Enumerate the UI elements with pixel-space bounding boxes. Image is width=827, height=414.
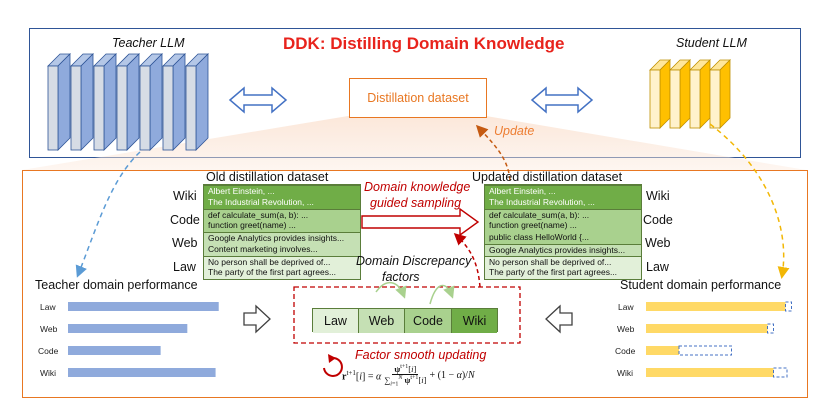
student-perf-label-wiki: Wiki <box>617 368 634 378</box>
sampling-arrow-icon <box>361 207 480 237</box>
student-bar-law <box>646 302 786 311</box>
new-label-law: Law <box>646 260 669 274</box>
funnel-shape <box>22 116 806 170</box>
dataset-row-law: The party of the first part agrees... <box>485 267 641 279</box>
teacher-llm-layer <box>70 53 94 151</box>
teacher-llm-stack-icon <box>47 53 209 151</box>
teacher-bar-wiki <box>68 368 216 377</box>
double-arrow-right-icon <box>530 86 594 114</box>
old-label-code: Code <box>170 213 200 227</box>
teacher-llm-layer <box>139 53 163 151</box>
teacher-llm-layer <box>162 53 186 151</box>
student-perf-label-code: Code <box>615 346 636 356</box>
factor-law: Law <box>313 309 359 333</box>
discrepancy-label-line1: Domain Discrepancy <box>356 254 472 268</box>
refresh-icon <box>323 354 343 377</box>
dataset-row-web: Google Analytics provides insights... <box>485 243 641 256</box>
student-llm-stack-icon <box>649 59 731 129</box>
new-label-web: Web <box>645 236 671 250</box>
dataset-row-law: The party of the first part agrees... <box>204 267 360 279</box>
bottom-frame <box>22 170 808 398</box>
factor-box-frame <box>293 286 521 344</box>
factors-to-sampling-arrow <box>453 232 481 288</box>
teacher-perf-label-wiki: Wiki <box>40 368 57 378</box>
updated-dataset-table: Albert Einstein, ...The Industrial Revol… <box>484 184 642 280</box>
dataset-row-wiki: Albert Einstein, ... <box>485 185 641 197</box>
dataset-row-code: def calculate_sum(a, b): ... <box>485 208 641 221</box>
teacher-llm-layer <box>185 53 209 151</box>
distillation-dataset-label: Distillation dataset <box>367 91 469 105</box>
dataset-row-law: No person shall be deprived of... <box>485 255 641 268</box>
student-llm-layer <box>709 59 731 129</box>
factor-web: Web <box>359 309 405 333</box>
teacher-to-factors-arrow-icon <box>243 304 271 334</box>
old-dataset-table: Albert Einstein, ...The Industrial Revol… <box>203 184 361 280</box>
new-label-code: Code <box>643 213 673 227</box>
dataset-row-code: function greet(name) ... <box>204 220 360 232</box>
student-perf-bars <box>646 301 792 378</box>
old-dataset-title: Old distillation dataset <box>206 170 329 184</box>
teacher-perf-label-web: Web <box>40 324 58 334</box>
teacher-llm-layer <box>93 53 117 151</box>
dataset-row-law: No person shall be deprived of... <box>204 255 360 268</box>
teacher-bar-code <box>68 346 161 355</box>
discrepancy-label-line2: factors <box>382 270 420 284</box>
student-bar-web <box>646 324 768 333</box>
teacher-llm-label: Teacher LLM <box>112 36 185 50</box>
teacher-llm-layer <box>116 53 140 151</box>
teacher-perf-bars <box>68 302 219 377</box>
factor-code: Code <box>405 309 452 333</box>
factor-smooth-label: Factor smooth updating <box>355 348 487 362</box>
updated-dataset-title: Updated distillation dataset <box>472 170 623 184</box>
student-to-factors-arrow-icon <box>545 304 573 334</box>
teacher-bar-web <box>68 324 188 333</box>
update-label: Update <box>494 124 535 138</box>
factor-row: Law Web Code Wiki <box>312 308 498 333</box>
student-perf-title: Student domain performance <box>620 278 782 292</box>
teacher-bar-law <box>68 302 219 311</box>
double-arrow-left-icon <box>228 86 288 114</box>
factor-curve-arrow-2 <box>429 284 455 305</box>
page-title: DDK: Distilling Domain Knowledge <box>283 34 565 53</box>
student-perf-label-law: Law <box>618 302 634 312</box>
student-llm-layer <box>669 59 691 129</box>
dataset-row-web: Google Analytics provides insights... <box>204 232 360 244</box>
student-bar-code <box>646 346 679 355</box>
dataset-row-code: function greet(name) ... <box>485 220 641 232</box>
teacher-perf-title: Teacher domain performance <box>35 278 198 292</box>
update-arrow <box>475 124 511 181</box>
student-gap-wiki <box>773 367 788 378</box>
student-perf-label-web: Web <box>617 324 635 334</box>
factor-curve-arrow-1 <box>375 282 407 299</box>
student-llm-layer <box>649 59 671 129</box>
sampling-label-line2: guided sampling <box>370 196 462 210</box>
student-to-perf-arrow <box>709 123 790 279</box>
teacher-to-perf-arrow <box>75 151 141 278</box>
factor-wiki: Wiki <box>452 309 497 333</box>
teacher-perf-label-law: Law <box>40 302 56 312</box>
old-label-wiki: Wiki <box>173 189 197 203</box>
distillation-dataset-box: Distillation dataset <box>349 78 487 118</box>
smoothing-formula: rt+1[i] = α ψt+1[i] ∑i=1N ψt+1[i] + (1 −… <box>342 364 475 388</box>
old-label-web: Web <box>172 236 198 250</box>
dataset-row-wiki: The Industrial Revolution, ... <box>485 196 641 209</box>
dataset-row-code: def calculate_sum(a, b): ... <box>204 208 360 221</box>
sampling-label-line1: Domain knowledge <box>364 180 471 194</box>
dataset-row-code: public class HelloWorld {... <box>485 232 641 244</box>
dataset-row-wiki: The Industrial Revolution, ... <box>204 196 360 209</box>
student-llm-label: Student LLM <box>676 36 747 50</box>
student-gap-web <box>767 323 774 334</box>
old-label-law: Law <box>173 260 196 274</box>
student-bar-wiki <box>646 368 774 377</box>
dataset-row-web: Content marketing involves... <box>204 243 360 256</box>
dataset-row-wiki: Albert Einstein, ... <box>204 185 360 197</box>
new-label-wiki: Wiki <box>646 189 670 203</box>
student-gap-code <box>678 345 732 356</box>
student-llm-layer <box>689 59 711 129</box>
student-gap-law <box>785 301 792 312</box>
teacher-llm-layer <box>47 53 71 151</box>
teacher-perf-label-code: Code <box>38 346 59 356</box>
